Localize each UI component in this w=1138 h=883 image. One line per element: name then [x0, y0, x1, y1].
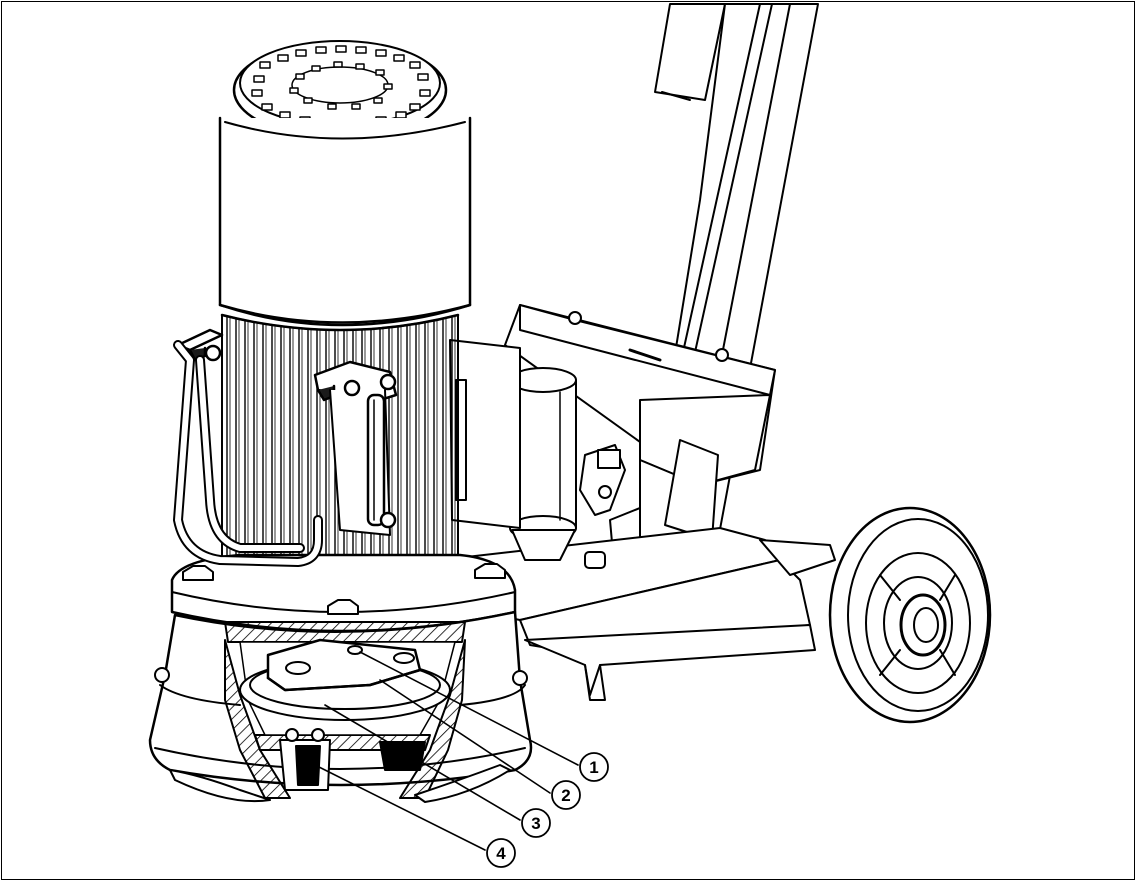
- lift-handle-left: [173, 328, 323, 567]
- rear-wheel: [828, 506, 992, 724]
- callout-4-label: 4: [496, 844, 506, 863]
- lift-handle-right: [313, 360, 398, 536]
- callout-3-label: 3: [531, 814, 540, 833]
- callout-leaders: [314, 651, 579, 851]
- flange-bolts: [182, 563, 506, 615]
- callout-3: 3: [521, 808, 551, 838]
- callout-2: 2: [551, 780, 581, 810]
- callout-1-label: 1: [589, 758, 598, 777]
- callout-1: 1: [579, 752, 609, 782]
- chassis-frame: [439, 527, 836, 701]
- lever-clamp: [579, 444, 626, 516]
- grinding-head: [148, 610, 533, 803]
- gearbox-housing: [504, 304, 776, 541]
- terminal-box: [449, 339, 521, 529]
- callout-2-label: 2: [561, 786, 570, 805]
- callout-4: 4: [486, 838, 516, 868]
